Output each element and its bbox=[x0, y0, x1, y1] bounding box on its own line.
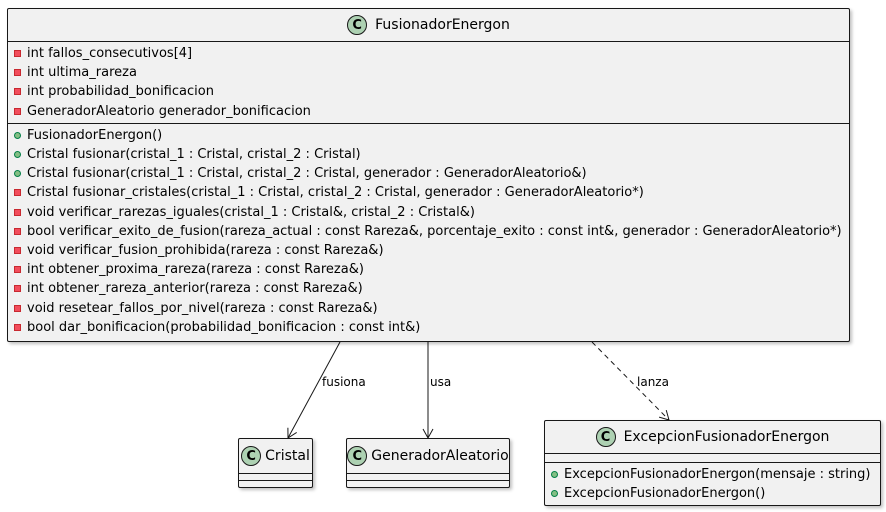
private-visibility-icon bbox=[14, 107, 21, 115]
member-signature: int obtener_proxima_rareza(rareza : cons… bbox=[27, 262, 364, 278]
member-signature: bool dar_bonificacion(probabilidad_bonif… bbox=[27, 319, 421, 335]
class-member: bool dar_bonificacion(probabilidad_bonif… bbox=[14, 318, 849, 337]
method-list: ExcepcionFusionadorEnergon(mensaje : str… bbox=[545, 463, 880, 505]
private-visibility-icon bbox=[14, 304, 21, 312]
member-signature: int fallos_consecutivos[4] bbox=[27, 46, 193, 62]
class-member: ExcepcionFusionadorEnergon() bbox=[551, 484, 880, 503]
class-member: bool verificar_exito_de_fusion(rareza_ac… bbox=[14, 222, 849, 241]
member-signature: Cristal fusionar(cristal_1 : Cristal, cr… bbox=[27, 147, 361, 163]
class-header: C FusionadorEnergon bbox=[8, 9, 849, 41]
class-stereotype-icon: C bbox=[241, 446, 262, 466]
relation-fusiona-label: fusiona bbox=[322, 375, 366, 389]
relation-fusiona-line bbox=[287, 341, 341, 439]
member-signature: void resetear_fallos_por_nivel(rareza : … bbox=[27, 300, 378, 316]
member-signature: int probabilidad_bonificacion bbox=[27, 84, 214, 100]
class-member: Cristal fusionar(cristal_1 : Cristal, cr… bbox=[14, 145, 849, 164]
class-member: int ultima_rareza bbox=[14, 63, 849, 82]
class-name: Cristal bbox=[265, 448, 310, 464]
public-visibility-icon bbox=[551, 471, 558, 479]
private-visibility-icon bbox=[14, 246, 21, 254]
private-visibility-icon bbox=[14, 50, 21, 58]
member-signature: void verificar_fusion_prohibida(rareza :… bbox=[27, 242, 384, 258]
class-member: Cristal fusionar_cristales(cristal_1 : C… bbox=[14, 183, 849, 202]
public-visibility-icon bbox=[14, 170, 21, 178]
class-header: C GeneradorAleatorio bbox=[347, 439, 509, 473]
member-signature: Cristal fusionar_cristales(cristal_1 : C… bbox=[27, 185, 644, 201]
private-visibility-icon bbox=[14, 323, 21, 331]
private-visibility-icon bbox=[14, 88, 21, 96]
method-list: FusionadorEnergon() Cristal fusionar(cris… bbox=[8, 124, 849, 339]
private-visibility-icon bbox=[14, 227, 21, 235]
class-member: FusionadorEnergon() bbox=[14, 126, 849, 145]
class-stereotype-icon: C bbox=[347, 446, 368, 466]
class-member: int obtener_proxima_rareza(rareza : cons… bbox=[14, 260, 849, 279]
member-signature: void verificar_rarezas_iguales(cristal_1… bbox=[27, 204, 475, 220]
class-member: void verificar_fusion_prohibida(rareza :… bbox=[14, 241, 849, 260]
member-signature: FusionadorEnergon() bbox=[27, 127, 163, 143]
class-stereotype-icon: C bbox=[595, 427, 616, 447]
class-name: ExcepcionFusionadorEnergon bbox=[623, 429, 830, 445]
class-member: void resetear_fallos_por_nivel(rareza : … bbox=[14, 298, 849, 317]
private-visibility-icon bbox=[14, 285, 21, 293]
class-member: ExcepcionFusionadorEnergon(mensaje : str… bbox=[551, 465, 880, 484]
class-cristal[interactable]: C Cristal bbox=[238, 438, 313, 488]
member-signature: GeneradorAleatorio generador_bonificacio… bbox=[27, 103, 311, 119]
member-signature: int ultima_rareza bbox=[27, 65, 137, 81]
class-stereotype-icon: C bbox=[347, 15, 368, 35]
private-visibility-icon bbox=[14, 208, 21, 216]
member-signature: ExcepcionFusionadorEnergon(mensaje : str… bbox=[564, 467, 871, 483]
class-header: C ExcepcionFusionadorEnergon bbox=[545, 421, 880, 453]
member-signature: Cristal fusionar(cristal_1 : Cristal, cr… bbox=[27, 166, 587, 182]
public-visibility-icon bbox=[551, 490, 558, 498]
class-member: Cristal fusionar(cristal_1 : Cristal, cr… bbox=[14, 164, 849, 183]
private-visibility-icon bbox=[14, 69, 21, 77]
class-member: int probabilidad_bonificacion bbox=[14, 82, 849, 101]
member-signature: ExcepcionFusionadorEnergon() bbox=[564, 486, 766, 502]
member-signature: bool verificar_exito_de_fusion(rareza_ac… bbox=[27, 223, 842, 239]
relation-lanza-line bbox=[591, 341, 670, 421]
class-fusionador-energon[interactable]: C FusionadorEnergon int fallos_consecuti… bbox=[7, 8, 850, 342]
class-member: int fallos_consecutivos[4] bbox=[14, 44, 849, 63]
public-visibility-icon bbox=[14, 131, 21, 139]
attribute-list: int fallos_consecutivos[4]int ultima_rar… bbox=[8, 42, 849, 123]
member-signature: int obtener_rareza_anterior(rareza : con… bbox=[27, 281, 363, 297]
class-member: void verificar_rarezas_iguales(cristal_1… bbox=[14, 203, 849, 222]
private-visibility-icon bbox=[14, 266, 21, 274]
class-name: GeneradorAleatorio bbox=[371, 448, 509, 464]
class-excepcion-fusionador-energon[interactable]: C ExcepcionFusionadorEnergon ExcepcionFu… bbox=[544, 420, 881, 506]
class-header: C Cristal bbox=[239, 439, 312, 473]
class-member: GeneradorAleatorio generador_bonificacio… bbox=[14, 102, 849, 121]
class-name: FusionadorEnergon bbox=[375, 17, 510, 33]
private-visibility-icon bbox=[14, 189, 21, 197]
class-member: int obtener_rareza_anterior(rareza : con… bbox=[14, 279, 849, 298]
class-generador-aleatorio[interactable]: C GeneradorAleatorio bbox=[346, 438, 510, 488]
relation-lanza-label: lanza bbox=[637, 375, 669, 389]
public-visibility-icon bbox=[14, 151, 21, 159]
relation-usa-label: usa bbox=[430, 375, 451, 389]
